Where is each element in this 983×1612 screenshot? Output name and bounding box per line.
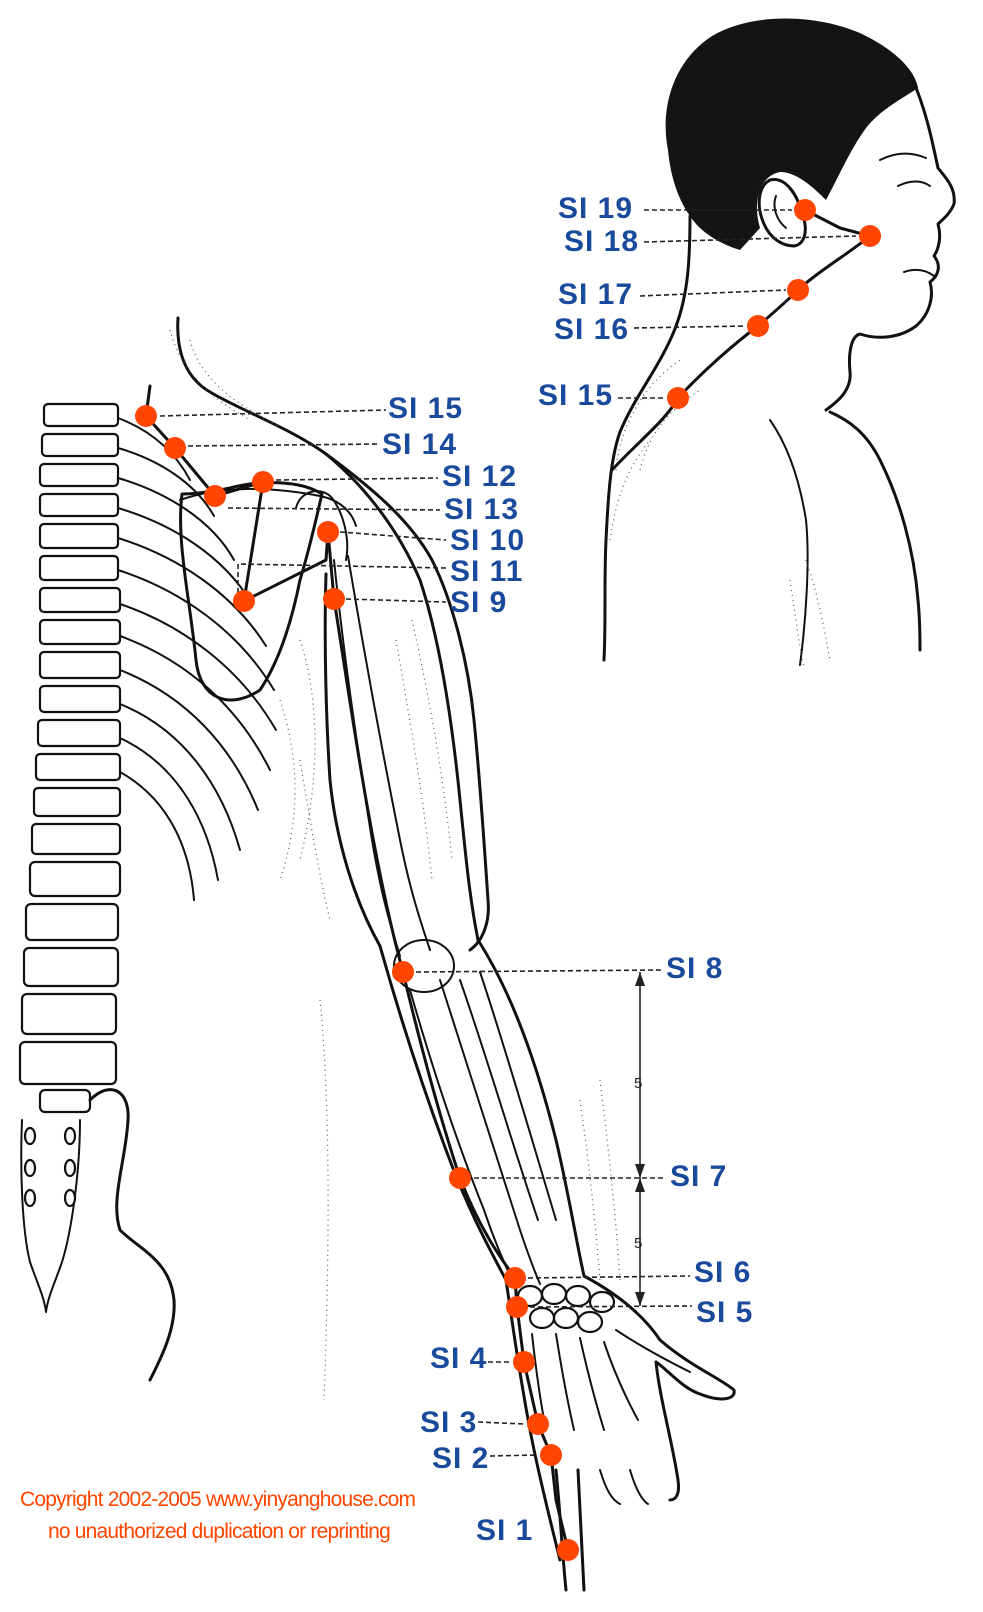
label-si19: SI 19 (558, 194, 633, 224)
mouth (904, 270, 934, 276)
point-si19 (794, 199, 816, 221)
point-si9 (323, 588, 345, 610)
point-si13 (204, 485, 226, 507)
arm-figure (300, 454, 734, 1590)
label-si13: SI 13 (444, 495, 519, 525)
forearm-outer (478, 940, 584, 1276)
measure-upper: 5 (634, 1075, 642, 1092)
label-si8: SI 8 (666, 954, 723, 984)
label-si12: SI 12 (442, 462, 517, 492)
point-si14 (164, 437, 186, 459)
point-si8 (392, 961, 414, 983)
label-si16: SI 16 (554, 315, 629, 345)
point-si15-back (135, 405, 157, 427)
point-si2 (540, 1444, 562, 1466)
point-si3 (527, 1413, 549, 1435)
label-si11: SI 11 (450, 557, 523, 587)
measurement-bracket: 5 5 (634, 972, 645, 1306)
label-si17: SI 17 (558, 280, 633, 310)
neck-front (830, 412, 920, 650)
carpals (518, 1284, 614, 1332)
label-si4: SI 4 (430, 1344, 487, 1374)
point-si15-head (667, 387, 689, 409)
label-si3: SI 3 (420, 1408, 477, 1438)
point-si12 (252, 471, 274, 493)
brow (880, 154, 926, 160)
measure-lower: 5 (634, 1235, 642, 1252)
label-si2: SI 2 (432, 1444, 489, 1474)
label-si18: SI 18 (564, 227, 639, 257)
point-si16 (747, 315, 769, 337)
point-si6 (504, 1267, 526, 1289)
label-si1: SI 1 (476, 1516, 533, 1546)
point-si4 (513, 1351, 535, 1373)
point-si10 (317, 521, 339, 543)
sacrum (21, 1120, 80, 1312)
eye (898, 182, 930, 187)
label-si15-head: SI 15 (538, 381, 613, 411)
label-si10: SI 10 (450, 526, 525, 556)
humerus (334, 560, 400, 956)
label-si9: SI 9 (450, 588, 507, 618)
point-si7 (449, 1167, 471, 1189)
copyright-line-1: Copyright 2002-2005 www.yinyanghouse.com (20, 1488, 415, 1512)
spine (20, 404, 120, 1112)
ulna (410, 990, 512, 1280)
label-si14: SI 14 (382, 430, 457, 460)
label-si6: SI 6 (694, 1258, 751, 1288)
scapula (181, 483, 322, 700)
acupoints (135, 199, 881, 1561)
label-si15-back: SI 15 (388, 394, 463, 424)
copyright-line-2: no unauthorized duplication or reprintin… (48, 1520, 390, 1544)
meridian-path-neck (612, 210, 870, 470)
iliac-crest (90, 1090, 174, 1380)
point-si1 (557, 1539, 579, 1561)
head-figure (604, 19, 954, 669)
point-si17 (787, 279, 809, 301)
upper-arm-inner (325, 574, 380, 946)
little-finger (556, 1470, 584, 1590)
hair (666, 19, 918, 251)
point-si11 (233, 590, 255, 612)
label-si7: SI 7 (670, 1162, 727, 1192)
point-si5 (506, 1296, 528, 1318)
label-si5: SI 5 (696, 1298, 753, 1328)
point-si18 (859, 225, 881, 247)
